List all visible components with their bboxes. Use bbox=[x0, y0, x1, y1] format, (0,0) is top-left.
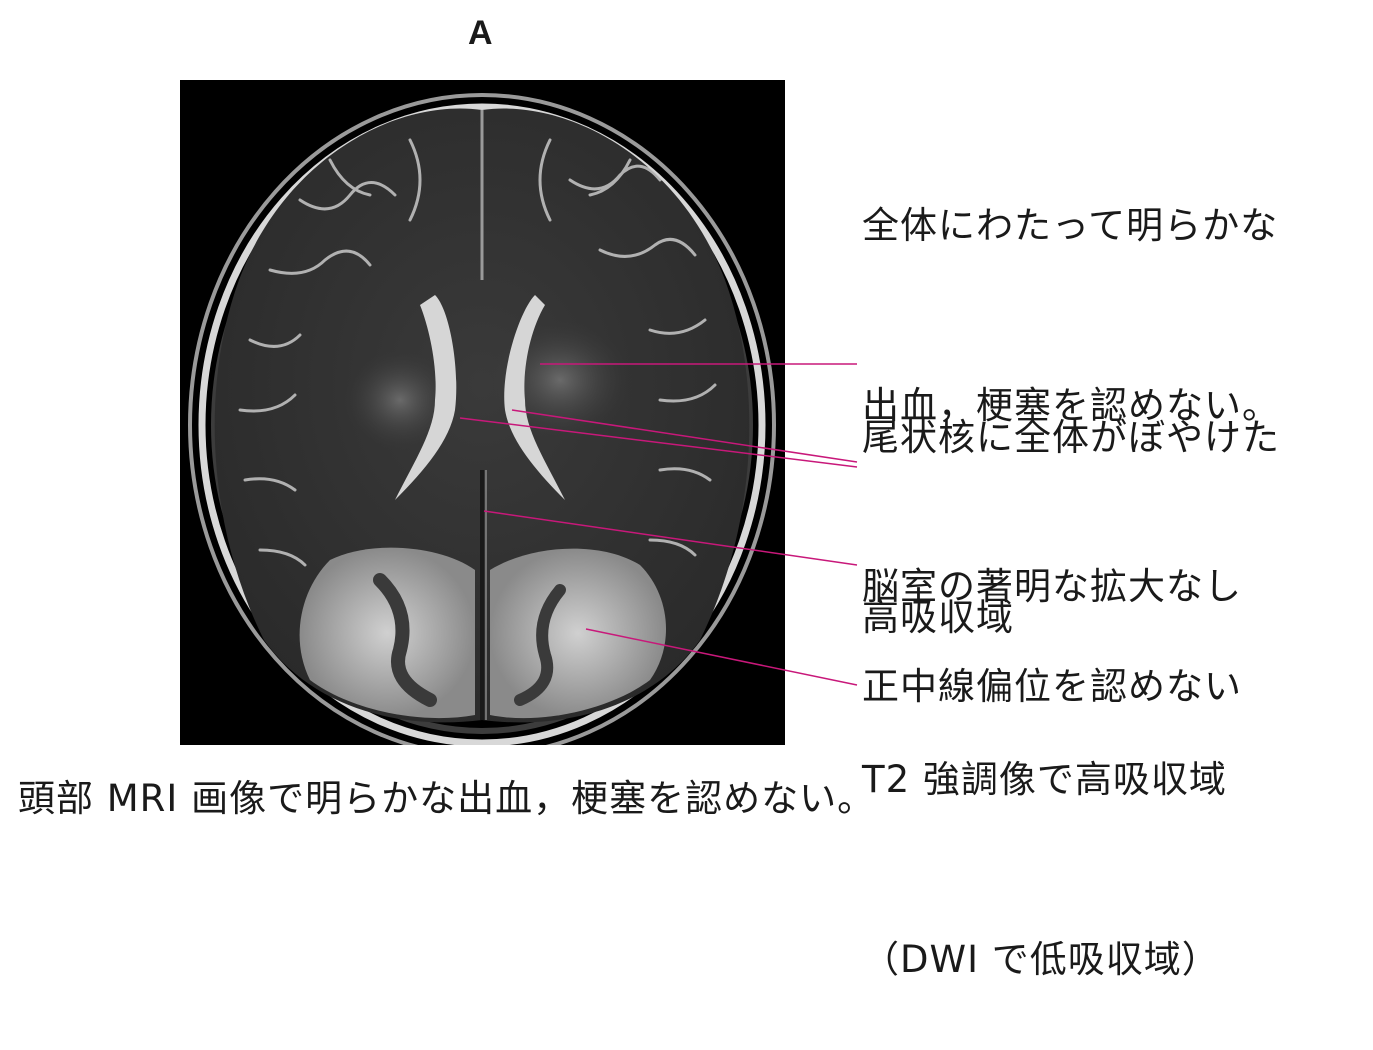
annotation-line: （DWI で低吸収域） bbox=[862, 938, 1220, 981]
annotation-no-hemorrhage: 全体にわたって明らかな 出血，梗塞を認めない。 bbox=[862, 76, 1280, 496]
annotation-ventricle: 脳室の著明な拡大なし bbox=[862, 437, 1242, 677]
annotation-line: 高吸収域 bbox=[862, 596, 1014, 639]
leader-lines bbox=[459, 363, 858, 686]
leader-ventricle-1 bbox=[459, 417, 858, 468]
annotation-line: 尾状核に全体がぼやけた bbox=[862, 416, 1280, 459]
annotation-line: 正中線偏位を認めない bbox=[862, 665, 1242, 708]
brain-mri-image bbox=[180, 80, 785, 745]
annotation-t2: T2 強調像で高吸収域 （DWI で低吸収域） bbox=[862, 630, 1227, 1050]
annotation-midline: 正中線偏位を認めない bbox=[862, 537, 1242, 777]
annotation-line: 出血，梗塞を認めない。 bbox=[862, 384, 1280, 427]
annotation-caudate: 尾状核に全体がぼやけた 高吸収域 bbox=[862, 288, 1280, 708]
annotation-line: 脳室の著明な拡大なし bbox=[862, 565, 1242, 608]
figure-caption: 頭部 MRI 画像で明らかな出血，梗塞を認めない。 bbox=[18, 777, 876, 820]
annotation-line: T2 強調像で高吸収域 bbox=[862, 758, 1227, 801]
leader-occipital bbox=[585, 628, 858, 686]
annotation-line: 全体にわたって明らかな bbox=[862, 204, 1279, 247]
leader-ventricle-2 bbox=[511, 409, 858, 463]
panel-label: A bbox=[468, 14, 493, 52]
leader-midline bbox=[483, 510, 858, 566]
